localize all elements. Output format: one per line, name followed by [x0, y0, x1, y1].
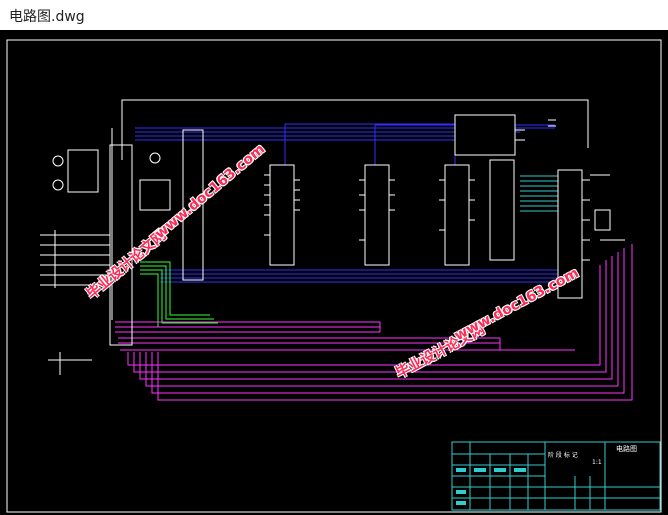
ic-chips: [269, 114, 583, 299]
window-titlebar: 电路图.dwg: [0, 0, 668, 30]
title-block-stage-label: 阶 段 标 记: [548, 452, 578, 459]
magenta-bus-group: [115, 244, 633, 401]
white-power-line: [121, 99, 589, 160]
drawing-frame: [6, 39, 662, 513]
title-block-drawing-name: 电路图: [616, 445, 637, 453]
title-block-fills: [456, 468, 526, 505]
title-block-scale: 1:1: [592, 459, 602, 466]
window-title: 电路图.dwg: [9, 9, 85, 25]
title-block: [451, 441, 661, 511]
cad-drawing-canvas[interactable]: 电路图 阶 段 标 记 1:1 毕业设计论文网 www.doc163.com 毕…: [0, 30, 668, 515]
circuit-drawing: [6, 39, 662, 513]
green-bus-group: [140, 261, 222, 328]
right-small-components: [548, 119, 625, 241]
left-components: [40, 129, 204, 375]
cyan-bus-group: [520, 175, 558, 212]
chip-pins: [264, 129, 590, 261]
